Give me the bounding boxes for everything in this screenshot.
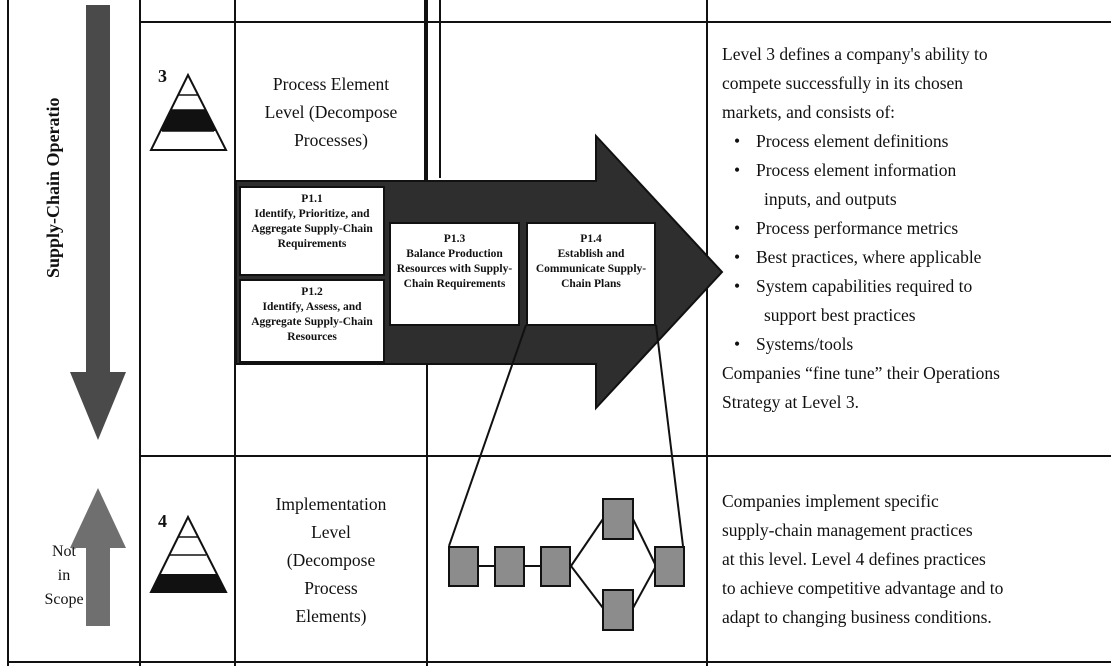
bullet-item: Systems/tools (722, 330, 1107, 359)
level3-number: 3 (158, 66, 167, 86)
not-in-scope-label: Not in Scope (44, 543, 84, 608)
network-node (494, 546, 525, 587)
up-arrow-icon (70, 488, 126, 626)
process-element-p1-1: P1.1 Identify, Prioritize, and Aggregate… (239, 186, 385, 276)
process-element-p1-2: P1.2 Identify, Assess, and Aggregate Sup… (239, 279, 385, 363)
process-element-p1-4: P1.4 Establish and Communicate Supply-Ch… (526, 222, 656, 326)
network-node (448, 546, 479, 587)
zoom-line-right (655, 324, 684, 547)
network-node (602, 589, 634, 631)
network-node (654, 546, 685, 587)
level3-name: Process Element Level (Decompose Process… (264, 74, 398, 150)
down-arrow-icon (70, 5, 126, 440)
network-node (540, 546, 571, 587)
level3-bullet-list: Process element definitions Process elem… (722, 127, 1107, 359)
process-element-p1-3: P1.3 Balance Production Resources with S… (389, 222, 520, 326)
bullet-item: Process performance metrics (722, 214, 1107, 243)
bullet-item: Process element definitions (722, 127, 1107, 156)
level4-number: 4 (158, 511, 167, 531)
process-network-icon (448, 498, 685, 631)
level3-pyramid-icon (149, 72, 228, 151)
supply-chain-operations-label: Supply-Chain Operatio (43, 97, 63, 278)
zoom-line-left (448, 324, 527, 547)
table-grid (7, 0, 1111, 666)
level4-name: Implementation Level (Decompose Process … (275, 494, 387, 626)
network-node (602, 498, 634, 540)
level4-pyramid-icon (149, 514, 228, 593)
bullet-item: Best practices, where applicable (722, 243, 1107, 272)
level4-description: Companies implement specific supply-chai… (722, 491, 1004, 627)
level3-description: Level 3 defines a company's ability to c… (722, 40, 1107, 417)
